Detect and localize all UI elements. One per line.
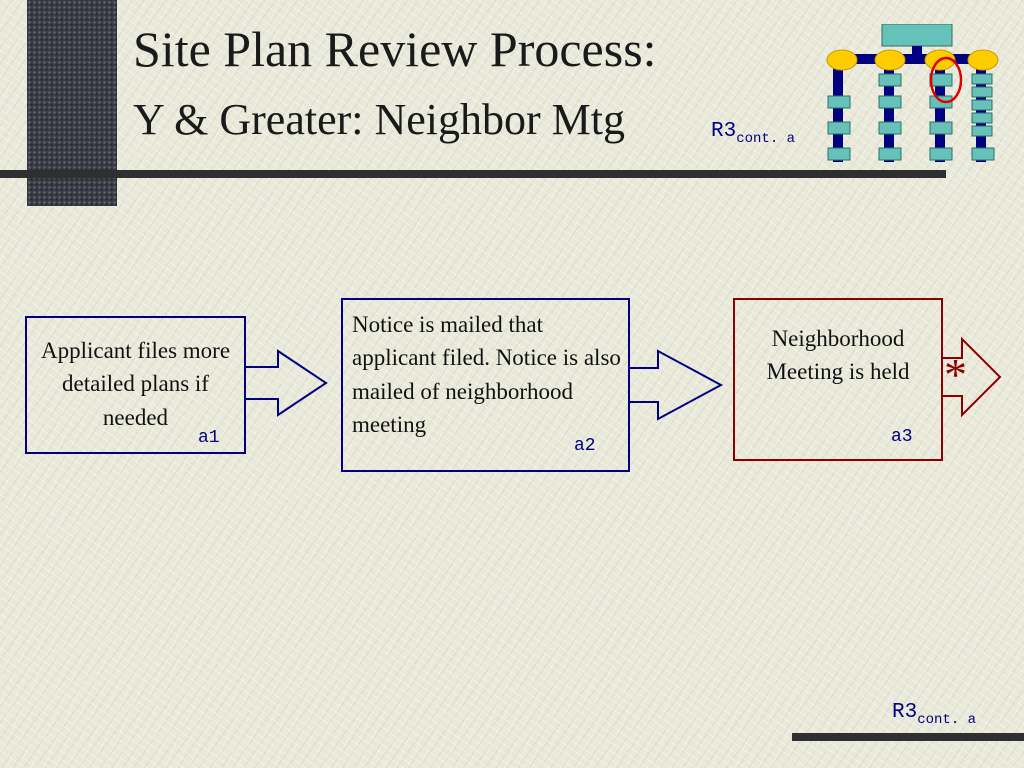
reference-main: R3 [711, 120, 737, 143]
footer-reference-sub: cont. a [917, 712, 977, 728]
reference-sub: cont. a [736, 131, 796, 147]
step-a2-text: Notice is mailed that applicant filed. N… [352, 312, 621, 438]
step-a3-label: a3 [891, 427, 913, 447]
slide-title: Site Plan Review Process: [133, 21, 657, 77]
step-box-a1: Applicant files more detailed plans if n… [25, 316, 246, 454]
footer-rule [792, 733, 1024, 741]
right-arrow-icon [246, 349, 328, 417]
step-a2-label: a2 [574, 436, 596, 456]
step-a3-text: Neighborhood Meeting is held [766, 326, 910, 385]
step-a3-marker: * [944, 349, 967, 400]
step-box-a2: Notice is mailed that applicant filed. N… [341, 298, 630, 472]
slide-subtitle: Y & Greater: Neighbor Mtg [133, 95, 626, 144]
footer-reference-main: R3 [892, 701, 918, 724]
step-a1-label: a1 [198, 428, 220, 448]
process-map-icon [826, 24, 999, 162]
right-arrow-icon [943, 336, 1002, 418]
section-reference: R3cont. a [711, 120, 795, 147]
step-box-a3: Neighborhood Meeting is held [733, 298, 943, 461]
footer-reference: R3cont. a [892, 701, 976, 728]
step-a1-text: Applicant files more detailed plans if n… [40, 338, 231, 430]
right-arrow-icon [630, 349, 724, 421]
header-rule [0, 170, 946, 178]
